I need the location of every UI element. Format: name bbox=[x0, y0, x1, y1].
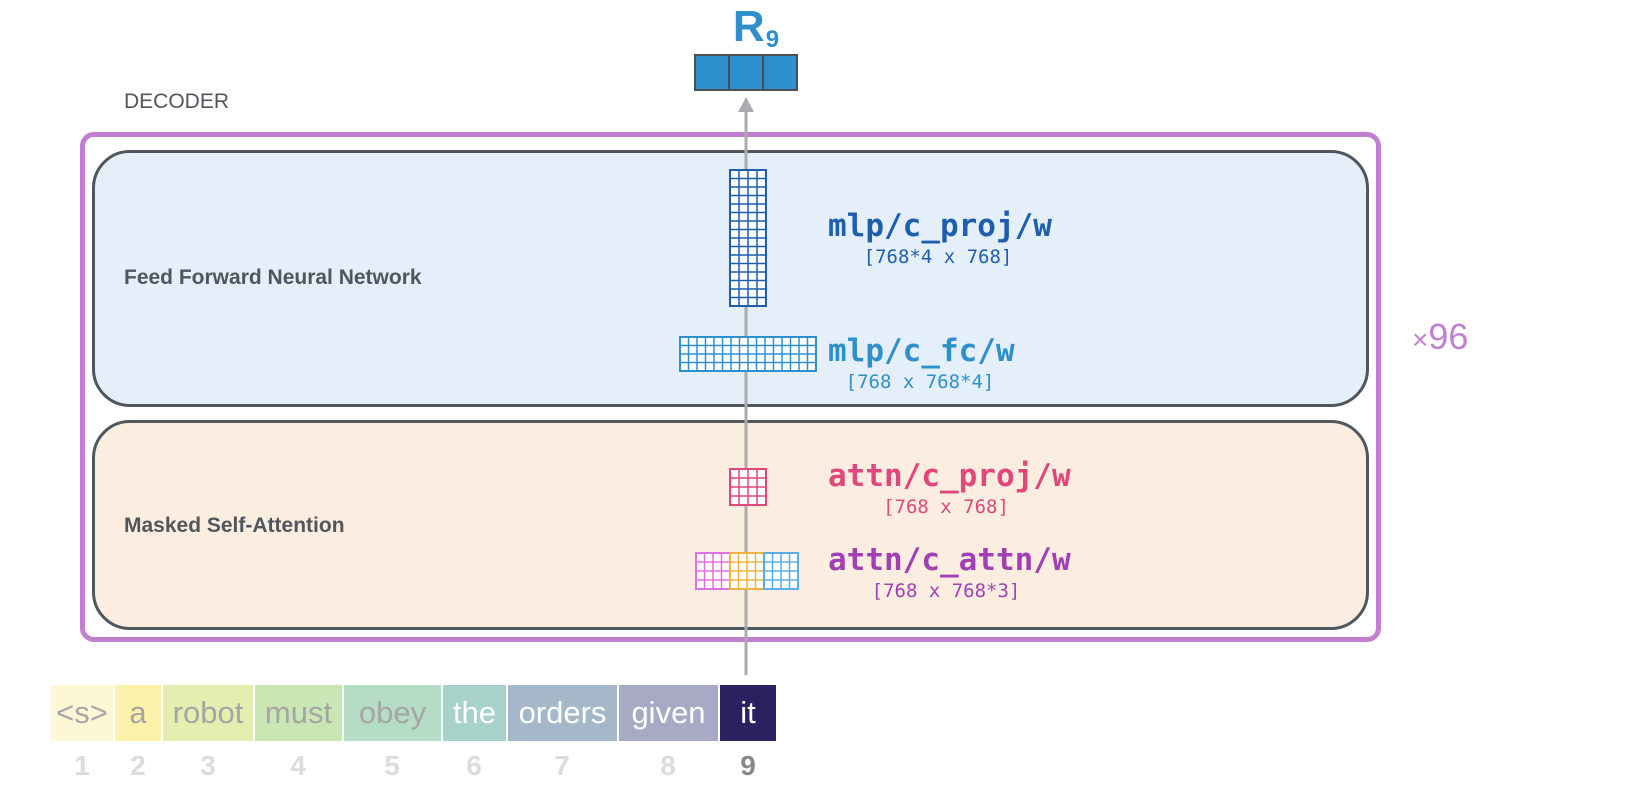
multiplier-symbol: × bbox=[1412, 324, 1429, 355]
decoder-block bbox=[80, 132, 1381, 642]
mlp-c-fc-name: mlp/c_fc/w bbox=[828, 333, 1015, 369]
layer-multiplier: ×96 bbox=[1412, 316, 1468, 358]
attn-c-proj-name: attn/c_proj/w bbox=[828, 458, 1071, 494]
position-8: 8 bbox=[660, 750, 676, 781]
attn-c-proj-dims: [768 x 768] bbox=[883, 496, 1009, 518]
attn-c-attn-matrix-v bbox=[763, 552, 799, 590]
token-1: <s> bbox=[51, 685, 113, 741]
attn-c-proj-matrix bbox=[729, 468, 767, 506]
position-1: 1 bbox=[74, 750, 90, 781]
ffnn-label: Feed Forward Neural Network bbox=[124, 266, 422, 289]
position-2: 2 bbox=[130, 750, 146, 781]
token-5: obey bbox=[344, 685, 441, 741]
position-4: 4 bbox=[290, 750, 306, 781]
mlp-c-proj-name: mlp/c_proj/w bbox=[828, 208, 1052, 244]
token-4: must bbox=[255, 685, 342, 741]
token-7: orders bbox=[508, 685, 617, 741]
token-6: the bbox=[443, 685, 506, 741]
multiplier-value: 96 bbox=[1428, 316, 1469, 357]
attention-label: Masked Self-Attention bbox=[124, 514, 345, 537]
mlp-c-proj-matrix bbox=[729, 169, 767, 307]
mlp-c-fc-dims: [768 x 768*4] bbox=[845, 371, 995, 393]
output-vector bbox=[694, 54, 798, 91]
decoder-label: DECODER bbox=[124, 90, 230, 113]
mlp-c-proj-dims: [768*4 x 768] bbox=[863, 246, 1013, 268]
position-5: 5 bbox=[384, 750, 400, 781]
attention-block bbox=[92, 420, 1369, 630]
output-subscript: 9 bbox=[765, 26, 780, 53]
token-9: it bbox=[720, 685, 776, 741]
token-2: a bbox=[115, 685, 161, 741]
mlp-c-fc-matrix bbox=[679, 336, 817, 372]
position-3: 3 bbox=[200, 750, 216, 781]
token-3: robot bbox=[163, 685, 253, 741]
output-label: R9 bbox=[732, 2, 780, 53]
attn-c-attn-matrix-k bbox=[729, 552, 765, 590]
attn-c-attn-dims: [768 x 768*3] bbox=[871, 580, 1021, 602]
flow-arrow-head bbox=[738, 97, 754, 112]
token-8: given bbox=[619, 685, 718, 741]
attn-c-attn-matrix-q bbox=[695, 552, 731, 590]
position-9: 9 bbox=[740, 750, 756, 781]
position-7: 7 bbox=[554, 750, 570, 781]
attn-c-attn-name: attn/c_attn/w bbox=[828, 542, 1071, 578]
position-6: 6 bbox=[466, 750, 482, 781]
